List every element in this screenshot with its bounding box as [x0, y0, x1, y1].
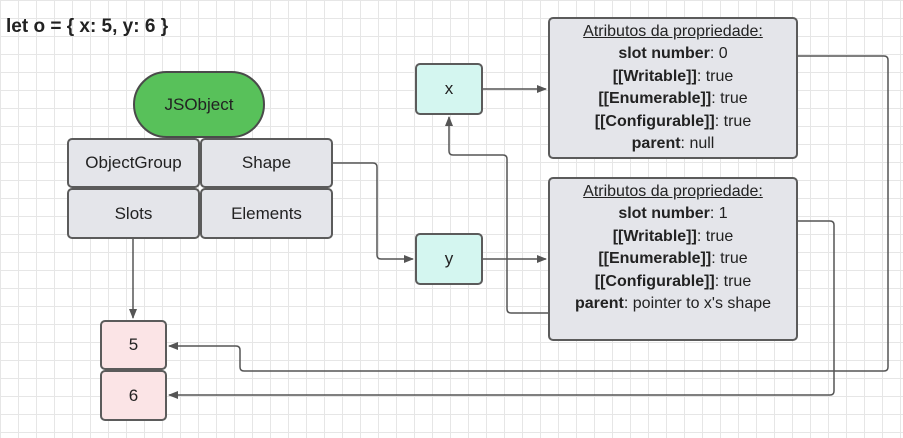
writable-row: [[Writable]]: true — [550, 66, 796, 88]
key-y-node[interactable]: y — [415, 233, 483, 285]
attr-label: parent — [574, 295, 624, 313]
attr-label: [[Configurable]] — [594, 272, 715, 290]
attributes-header: Atributos da propriedade: — [583, 183, 763, 200]
writable-row: [[Writable]]: true — [550, 226, 796, 248]
slot-number-row: slot number: 0 — [550, 43, 796, 65]
attr-label: [[Writable]] — [612, 67, 697, 85]
slot1-to-value6-arrow — [168, 220, 835, 399]
key-x-node[interactable]: x — [415, 63, 483, 115]
attr-value: : true — [714, 112, 752, 130]
attr-label: slot number — [618, 45, 710, 63]
attr-value: : 1 — [709, 205, 728, 223]
value-6-node[interactable]: 6 — [100, 370, 167, 421]
parent-row: parent: null — [550, 133, 796, 155]
attr-label: [[Configurable]] — [594, 112, 715, 130]
value-5-node[interactable]: 5 — [100, 320, 167, 370]
attr-value: : null — [680, 135, 715, 153]
attributes-box-x[interactable]: Atributos da propriedade: slot number: 0… — [548, 17, 798, 159]
attr-value: : pointer to x's shape — [623, 295, 772, 313]
attr-value: : true — [714, 272, 752, 290]
slot-number-row: slot number: 1 — [550, 203, 796, 225]
elements-cell[interactable]: Elements — [200, 188, 333, 239]
attr-value: : true — [696, 227, 734, 245]
attributes-box-y[interactable]: Atributos da propriedade: slot number: 1… — [548, 177, 798, 341]
parent-to-x-arrow — [445, 116, 548, 314]
attr-label: [[Writable]] — [612, 227, 697, 245]
slots-cell[interactable]: Slots — [67, 188, 200, 239]
enumerable-row: [[Enumerable]]: true — [550, 88, 796, 110]
attr-label: slot number — [618, 205, 710, 223]
attr-value: : true — [711, 90, 748, 108]
configurable-row: [[Configurable]]: true — [550, 111, 796, 133]
attr-label: [[Enumerable]] — [598, 90, 712, 108]
enumerable-row: [[Enumerable]]: true — [550, 248, 796, 270]
configurable-row: [[Configurable]]: true — [550, 271, 796, 293]
attr-value: : true — [711, 250, 748, 268]
attr-value: : true — [696, 67, 734, 85]
object-group-cell[interactable]: ObjectGroup — [67, 138, 200, 188]
slot0-to-value5-arrow — [168, 55, 889, 372]
attr-label: parent — [631, 135, 681, 153]
shape-cell[interactable]: Shape — [200, 138, 333, 188]
parent-row: parent: pointer to x's shape — [550, 293, 796, 315]
attributes-header: Atributos da propriedade: — [583, 23, 763, 40]
shape-to-y-arrow — [333, 162, 414, 263]
attr-value: : 0 — [709, 45, 728, 63]
code-title: let o = { x: 5, y: 6 } — [6, 16, 169, 37]
attr-label: [[Enumerable]] — [598, 250, 712, 268]
jsobject-node[interactable]: JSObject — [133, 71, 265, 138]
